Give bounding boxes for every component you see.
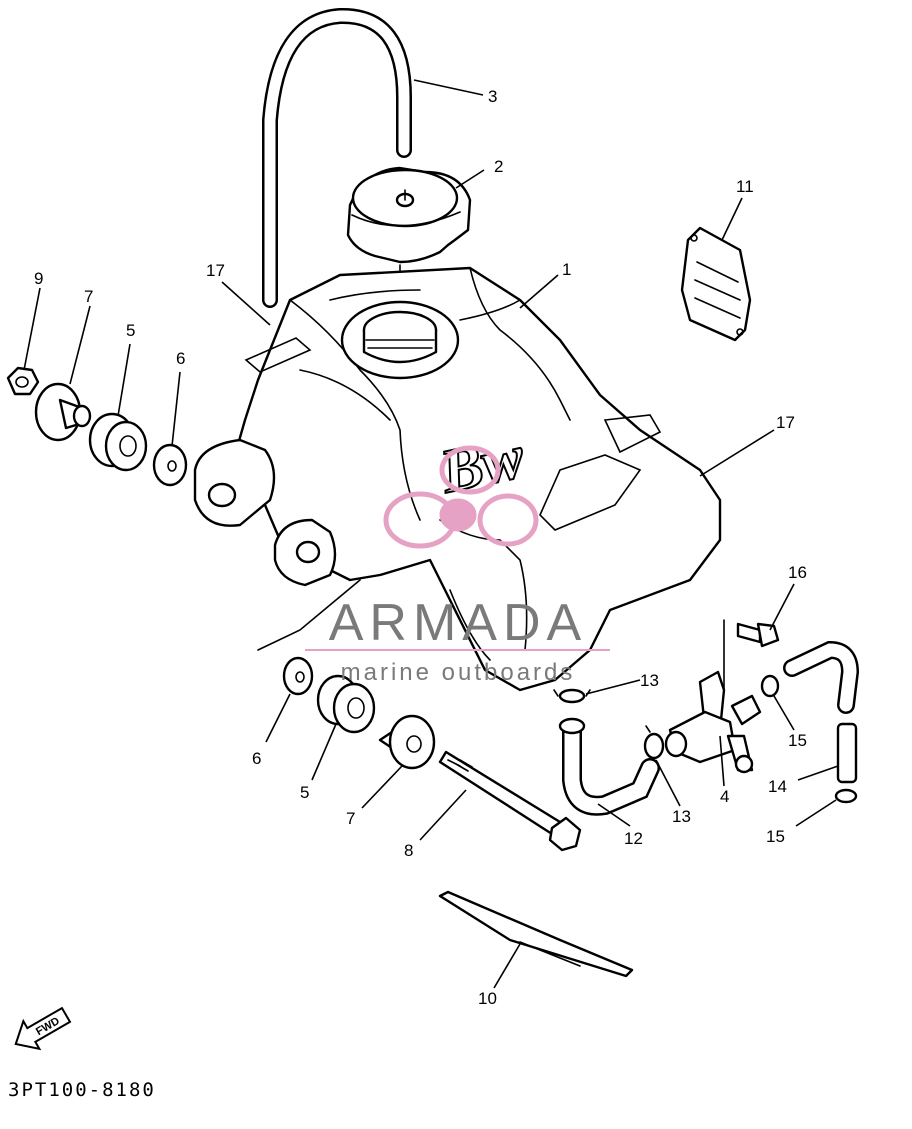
fuel-hose-part-12 (558, 717, 660, 816)
watermark-brand: ARMADA (329, 594, 587, 652)
damper-part-5-lower (316, 674, 376, 734)
leader-lines (23, 79, 839, 989)
diagram-code: 3PT100-8180 (8, 1079, 156, 1101)
clip-part-13-upper (553, 688, 591, 704)
callout-6-upper: 6 (176, 349, 185, 368)
callout-15-upper: 15 (788, 731, 807, 750)
callout-7-lower: 7 (346, 809, 355, 828)
callout-15-lower: 15 (766, 827, 785, 846)
fuel-cock-part-4 (664, 619, 762, 774)
collar-part-7-upper (34, 382, 92, 442)
callout-13-upper: 13 (640, 671, 659, 690)
watermark-emblem (383, 445, 539, 549)
nut-part-9 (6, 366, 40, 396)
callout-1: 1 (562, 260, 571, 279)
damper-part-5-upper (88, 412, 148, 472)
callout-4: 4 (720, 787, 729, 806)
fuel-tank: Bw (193, 266, 722, 692)
hose-part-14-upper (783, 640, 860, 714)
collar-part-7-lower (378, 714, 436, 770)
hose-part-14-lower (836, 722, 858, 784)
callout-9: 9 (34, 269, 43, 288)
callout-8: 8 (404, 841, 413, 860)
fwd-arrow: FWD (14, 1006, 72, 1051)
bolt-part-8 (438, 750, 582, 852)
callout-12: 12 (624, 829, 643, 848)
callout-6-lower: 6 (252, 749, 261, 768)
warning-label (680, 226, 752, 342)
callout-5-upper: 5 (126, 321, 135, 340)
watermark-tagline: marine outboards (341, 659, 576, 686)
breather-hose (262, 7, 413, 308)
screw-part-16 (736, 622, 780, 648)
callout-5-lower: 5 (300, 783, 309, 802)
clip-part-15-lower (834, 788, 858, 804)
callout-17-left: 17 (206, 261, 225, 280)
callout-11: 11 (736, 177, 754, 196)
callout-2: 2 (494, 157, 503, 176)
clip-part-13-lower (643, 725, 665, 760)
callout-17-right: 17 (776, 413, 795, 432)
washer-part-6-upper (152, 443, 188, 487)
callout-10: 10 (478, 989, 497, 1008)
clip-part-15-upper (760, 674, 780, 698)
callout-3: 3 (488, 87, 497, 106)
callout-16: 16 (788, 563, 807, 582)
fuel-cap (346, 166, 472, 264)
callout-13-lower: 13 (672, 807, 691, 826)
watermark: ARMADA marine outboards (305, 445, 610, 686)
callout-labels: 1 2 3 4 5 5 6 6 7 7 8 9 10 11 12 13 13 1… (34, 87, 807, 1008)
tank-pad (438, 890, 634, 978)
callout-7-upper: 7 (84, 287, 93, 306)
washer-part-6-lower (282, 656, 314, 696)
callout-14: 14 (768, 777, 787, 796)
